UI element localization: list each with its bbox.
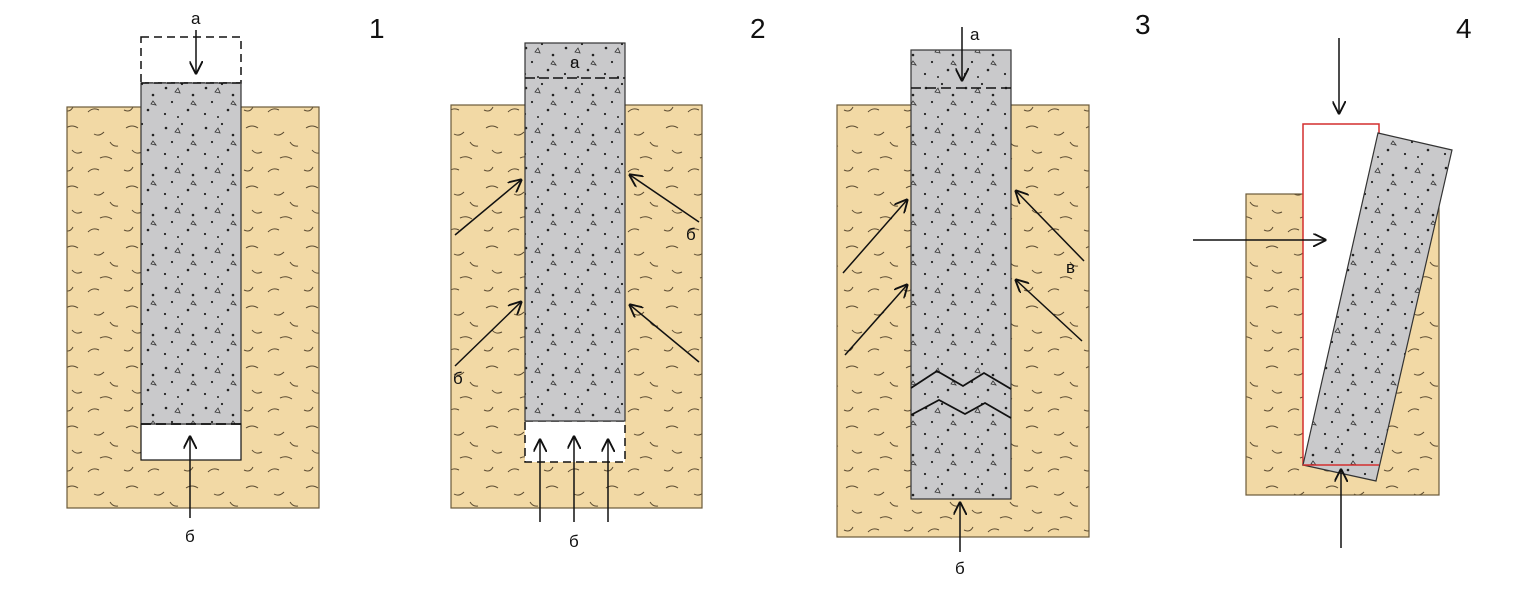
panel-4: 4 — [1193, 13, 1472, 548]
break-line-upper — [910, 369, 1012, 390]
arrow-right-upper — [630, 175, 700, 223]
label-b-bottom: б — [569, 532, 579, 551]
arrow-left-lower — [454, 302, 521, 367]
panel-2: 2 а б б б — [450, 13, 766, 551]
label-a: а — [191, 9, 201, 28]
label-b: б — [955, 559, 965, 578]
pile-body — [910, 49, 1012, 500]
label-b: б — [185, 527, 195, 546]
pile-body — [524, 42, 626, 422]
label-v: в — [1066, 258, 1075, 277]
break-line-lower — [910, 398, 1012, 419]
panel-1: 1 а б — [66, 9, 385, 546]
tilted-pile-body — [1302, 132, 1453, 482]
arrow-right-lower — [1016, 280, 1083, 342]
panel-number: 1 — [369, 13, 385, 44]
arrow-left-upper — [454, 180, 521, 236]
panel-number: 2 — [750, 13, 766, 44]
arrow-left-lower — [844, 285, 907, 356]
arrow-right-upper — [1016, 191, 1085, 262]
arrow-right-lower — [630, 305, 700, 363]
panel-number: 3 — [1135, 9, 1151, 40]
panel-number: 4 — [1456, 13, 1472, 44]
void-bottom — [140, 423, 242, 461]
label-b-left: б — [453, 369, 463, 388]
pile-body — [140, 82, 242, 425]
label-b-right: б — [686, 225, 696, 244]
panel-3: 3 а в б — [836, 9, 1151, 578]
void-top — [140, 36, 242, 84]
arrow-left-upper — [842, 200, 907, 274]
label-a: а — [970, 25, 980, 44]
label-a: а — [570, 53, 580, 72]
